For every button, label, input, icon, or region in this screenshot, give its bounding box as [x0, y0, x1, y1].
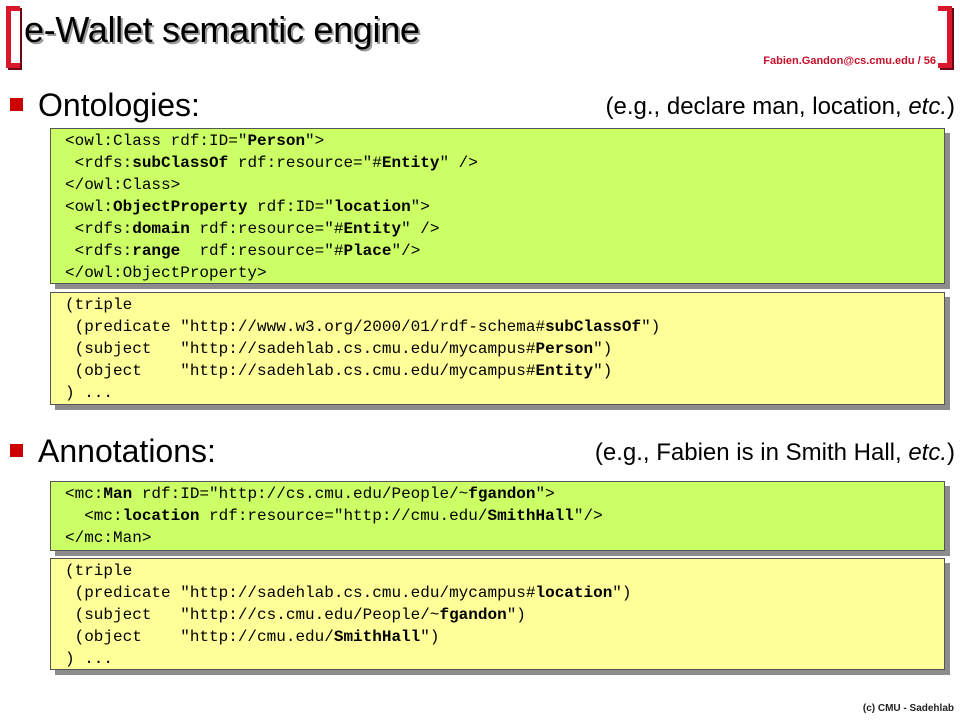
code-line: <rdfs:domain rdf:resource="#Entity" /> [65, 220, 440, 238]
code-line: </owl:ObjectProperty> [65, 264, 267, 282]
code-line: ) ... [65, 650, 114, 668]
code-line: (subject "http://cs.cmu.edu/People/~fgan… [65, 606, 526, 624]
owl-ontology-code-box: <owl:Class rdf:ID="Person"> <rdfs:subCla… [50, 128, 945, 284]
section-label: Ontologies: [38, 87, 200, 123]
section-example-note: (e.g., declare man, location, etc.) [605, 93, 955, 120]
section-label: Annotations: [38, 433, 216, 469]
code-line: <mc:Man rdf:ID="http://cs.cmu.edu/People… [65, 485, 555, 503]
code-line: </mc:Man> [65, 529, 152, 547]
ontologies-heading: Ontologies: (e.g., declare man, location… [10, 86, 955, 124]
code-line: (triple [65, 296, 133, 314]
section-example-note: (e.g., Fabien is in Smith Hall, etc.) [594, 439, 955, 466]
annotation-rdf-code-box: <mc:Man rdf:ID="http://cs.cmu.edu/People… [50, 481, 945, 551]
code-line: <mc:location rdf:resource="http://cmu.ed… [65, 507, 603, 525]
left-bracket-decoration [6, 6, 20, 68]
code-line: <owl:Class rdf:ID="Person"> [65, 132, 325, 150]
code-line: (predicate "http://www.w3.org/2000/01/rd… [65, 318, 661, 336]
code-line: <rdfs:subClassOf rdf:resource="#Entity" … [65, 154, 478, 172]
code-line: </owl:Class> [65, 176, 181, 194]
ontology-triple-code-box: (triple (predicate "http://www.w3.org/20… [50, 292, 945, 405]
author-email-page-number: Fabien.Gandon@cs.cmu.edu / 56 [763, 55, 936, 67]
right-bracket-decoration [938, 6, 952, 68]
code-line: (triple [65, 562, 133, 580]
square-bullet-icon [10, 98, 23, 111]
square-bullet-icon [10, 444, 23, 457]
code-line: (subject "http://sadehlab.cs.cmu.edu/myc… [65, 340, 613, 358]
code-line: <rdfs:range rdf:resource="#Place"/> [65, 242, 421, 260]
code-line: (predicate "http://sadehlab.cs.cmu.edu/m… [65, 584, 632, 602]
annotation-triple-code-box: (triple (predicate "http://sadehlab.cs.c… [50, 558, 945, 670]
annotations-heading: Annotations: (e.g., Fabien is in Smith H… [10, 432, 955, 470]
code-line: ) ... [65, 384, 114, 402]
code-line: <owl:ObjectProperty rdf:ID="location"> [65, 198, 430, 216]
slide-title: e-Wallet semantic engine [24, 9, 420, 50]
copyright-footer: (c) CMU - Sadehlab [862, 703, 954, 714]
code-line: (object "http://cmu.edu/SmithHall") [65, 628, 440, 646]
code-line: (object "http://sadehlab.cs.cmu.edu/myca… [65, 362, 613, 380]
